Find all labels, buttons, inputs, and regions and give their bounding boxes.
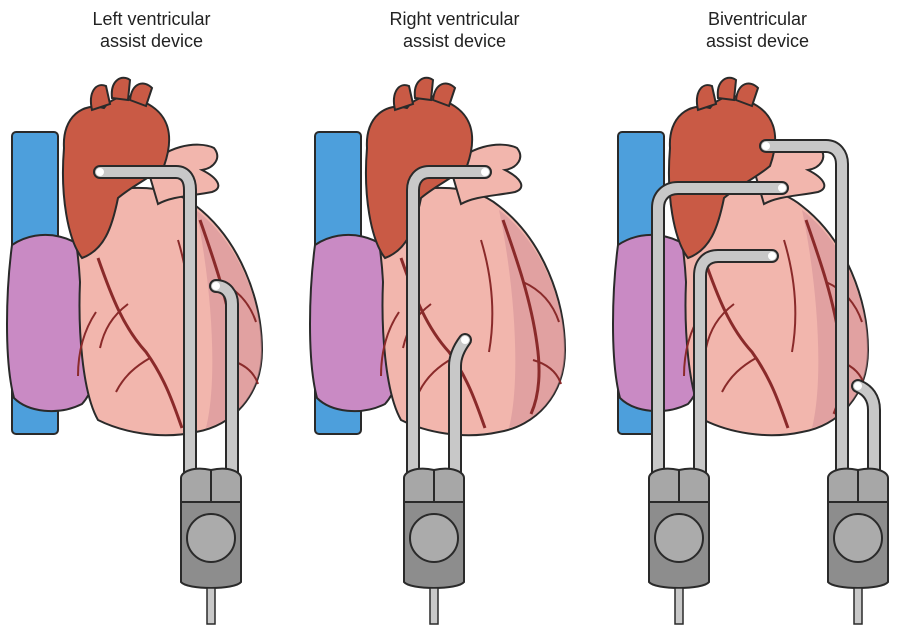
pump-icon [404, 469, 464, 624]
left-pump-icon [828, 469, 888, 624]
heart-icon [7, 78, 262, 435]
rvad-panel: Right ventricular assist device [303, 0, 606, 629]
lvad-illustration [0, 0, 303, 629]
right-pump-icon [649, 469, 709, 624]
lvad-panel: Left ventricular assist device [0, 0, 303, 629]
bivad-illustration [606, 0, 909, 629]
bivad-panel: Biventricular assist device [606, 0, 909, 629]
pump-icon [181, 469, 241, 624]
heart-icon [310, 78, 565, 435]
rvad-illustration [303, 0, 606, 629]
